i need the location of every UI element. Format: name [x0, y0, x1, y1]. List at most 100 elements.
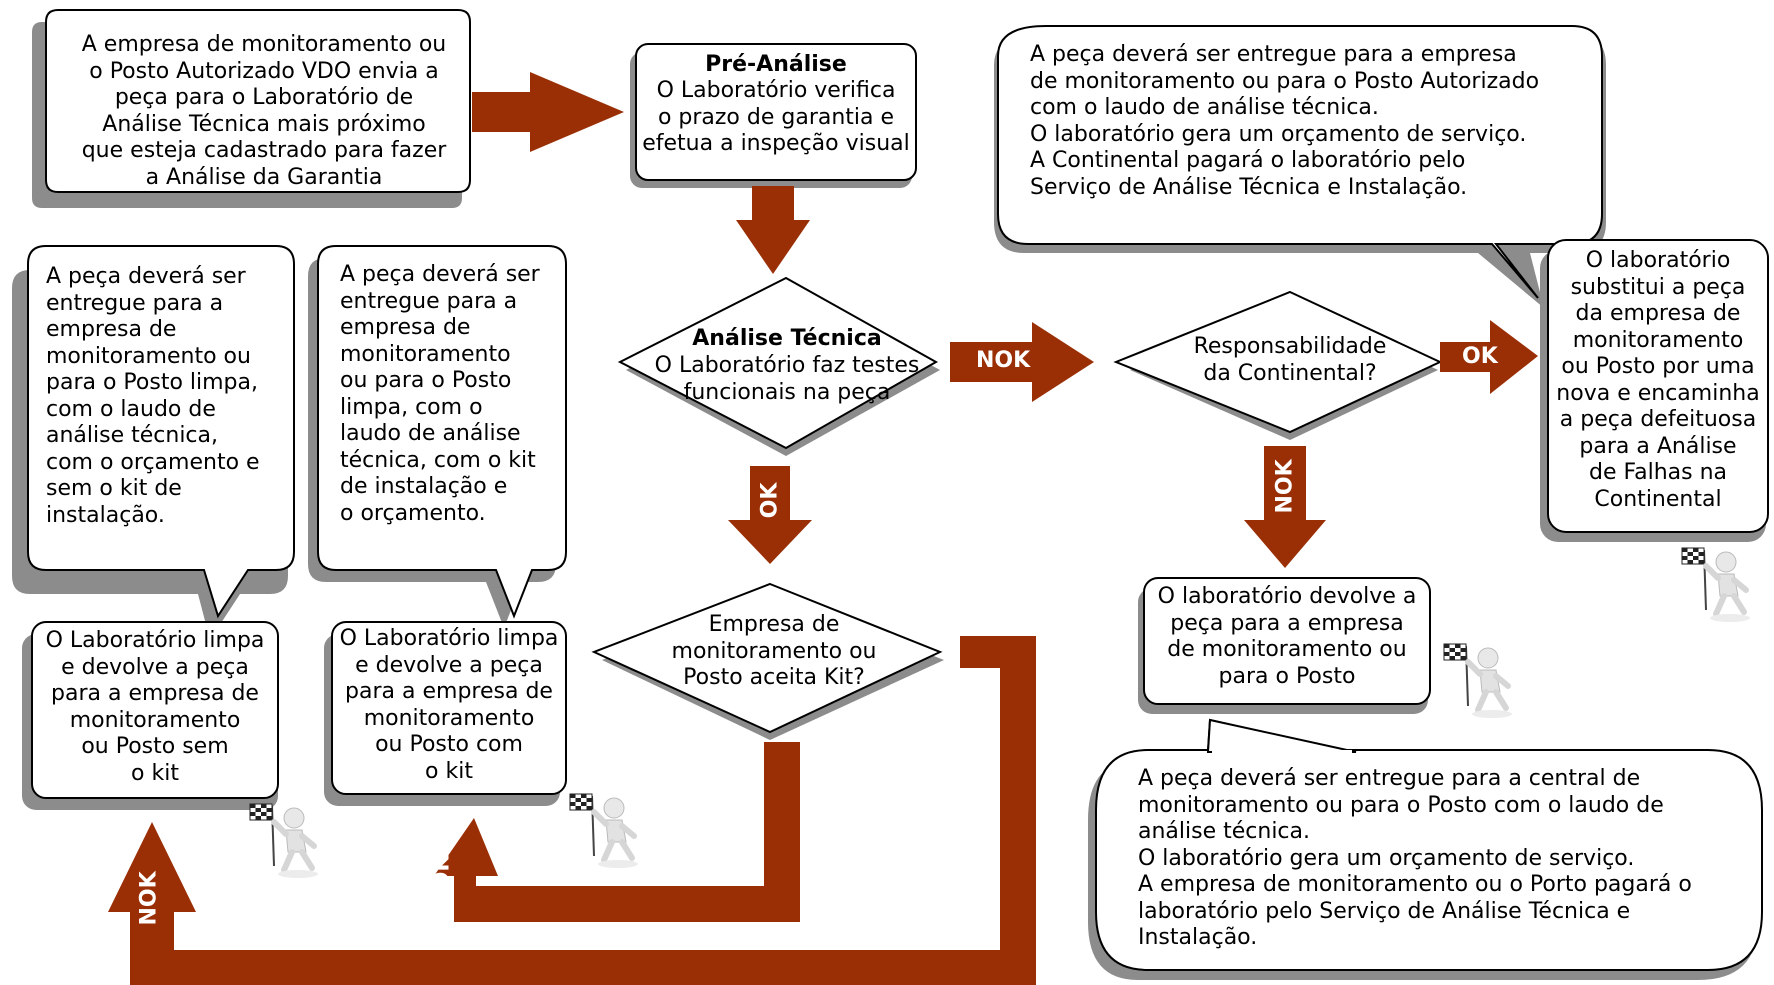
text-line: nova e encaminha — [1556, 380, 1760, 406]
finish-flag-runner-icon — [1444, 644, 1512, 718]
text-line: substitui a peça — [1570, 274, 1746, 300]
pre-analise-title: Pré-Análise — [705, 52, 847, 77]
text-line: para o Posto — [1218, 663, 1356, 689]
arrow-preanalise-to-analise — [736, 186, 810, 274]
text-line: para a empresa de — [345, 679, 553, 704]
nok-down-label: NOK — [1272, 459, 1298, 514]
responsabilidade-diamond — [1113, 290, 1443, 434]
text-line: O Laboratório limpa — [339, 626, 559, 651]
text-line: o orçamento. — [340, 500, 486, 526]
text-line: ou Posto com — [375, 732, 523, 757]
text-line: entregue para a — [46, 290, 224, 316]
arrow-nok-right — [950, 322, 1094, 402]
text-line: O laboratório — [1585, 248, 1731, 273]
text-line: monitoramento — [69, 707, 241, 733]
text-line: ou para o Posto — [340, 368, 512, 393]
text-line: Análise Técnica mais próximo — [102, 111, 426, 137]
text-line: o kit — [131, 760, 179, 786]
text-line: Instalação. — [1138, 925, 1258, 950]
text-line: monitoramento — [363, 705, 535, 731]
intro-bubble — [45, 9, 471, 193]
text-line: laboratório pelo Serviço de Análise Técn… — [1138, 898, 1631, 924]
text-line: empresa de — [340, 315, 471, 340]
substitui-box — [1547, 239, 1769, 533]
text-line: peça para o Laboratório de — [114, 85, 414, 110]
text-line: para o Posto limpa, — [46, 370, 258, 395]
text-line: limpa, com o — [340, 394, 483, 420]
text-line: entregue para a — [340, 288, 518, 314]
ok-up-label: OK — [429, 854, 455, 891]
text-line: da Continental? — [1203, 360, 1377, 386]
nok-right-label: NOK — [976, 348, 1031, 373]
text-line: ou Posto por uma — [1561, 354, 1755, 379]
text-line: a Análise da Garantia — [145, 164, 383, 190]
finish-flag-runner-icon — [1682, 548, 1750, 622]
arrow-nok-up — [108, 636, 1036, 985]
text-line: com o orçamento e — [46, 449, 260, 475]
bubble-central-text: A peça deverá ser entregue para a centra… — [1138, 766, 1692, 952]
text-line: análise técnica. — [1138, 819, 1311, 844]
text-line: monitoramento — [340, 341, 511, 367]
text-line: o kit — [425, 758, 473, 784]
text-line: Empresa de — [708, 612, 840, 637]
text-line: que esteja cadastrado para fazer — [81, 138, 447, 163]
text-line: para a Análise — [1579, 433, 1737, 459]
text-line: monitoramento ou — [671, 638, 877, 664]
text-line: A peça deverá ser entregue para a centra… — [1138, 766, 1641, 791]
text-line: para a empresa de — [51, 681, 259, 706]
text-line: monitoramento — [1572, 327, 1744, 353]
text-line: e devolve a peça — [61, 654, 249, 680]
text-line: O laboratório gera um orçamento de servi… — [1030, 121, 1527, 147]
text-line: com o laudo de análise técnica. — [1030, 95, 1379, 120]
bubble-central-tail — [1206, 718, 1357, 753]
text-line: instalação. — [46, 502, 165, 528]
devolve-box — [1143, 577, 1431, 705]
text-line: de Falhas na — [1588, 460, 1728, 485]
text-line: empresa de — [46, 317, 177, 342]
text-line: com o laudo de — [46, 396, 216, 422]
limpa-com-kit-box — [331, 621, 567, 795]
text-line: de monitoramento ou — [1167, 637, 1407, 662]
text-line: sem o kit de — [46, 476, 182, 501]
text-line: ou Posto sem — [81, 734, 229, 759]
arrow-intro-to-preanalise — [472, 72, 624, 152]
text-line: monitoramento ou — [46, 343, 251, 369]
text-line: O Laboratório verifica — [656, 78, 896, 103]
analise-tecnica-title: Análise Técnica — [692, 326, 882, 351]
text-line: O laboratório gera um orçamento de servi… — [1138, 845, 1635, 871]
text-line: A peça deverá ser — [46, 264, 246, 289]
arrow-ok-down — [728, 466, 812, 564]
text-line: Serviço de Análise Técnica e Instalação. — [1030, 174, 1468, 200]
text-line: laudo de análise — [340, 421, 521, 446]
analise-tecnica-diamond — [617, 276, 939, 450]
text-line: efetua a inspeção visual — [642, 131, 910, 156]
text-line: A empresa de monitoramento ou o Porto pa… — [1138, 872, 1692, 897]
text-line: O Laboratório faz testes — [654, 353, 920, 378]
text-line: a peça defeituosa — [1559, 407, 1757, 432]
ok-down-label: OK — [757, 482, 783, 519]
bubble-sem-kit — [27, 245, 295, 619]
text-line: de monitoramento ou para o Posto Autoriz… — [1030, 68, 1540, 94]
finish-flag-runner-icon — [250, 804, 318, 878]
ok-right-label: OK — [1462, 344, 1498, 369]
text-line: A peça deverá ser — [340, 262, 540, 287]
arrow-ok-right — [1440, 320, 1538, 394]
bubble-com-kit — [317, 245, 567, 619]
bubble-continental — [997, 25, 1603, 299]
text-line: Posto aceita Kit? — [683, 665, 865, 690]
pre-analise-box — [635, 43, 917, 181]
arrow-nok-down — [1244, 446, 1326, 568]
text-line: da empresa de — [1575, 301, 1741, 326]
text-line: monitoramento ou para o Posto com o laud… — [1138, 792, 1664, 818]
text-line: Responsabilidade — [1193, 334, 1387, 359]
